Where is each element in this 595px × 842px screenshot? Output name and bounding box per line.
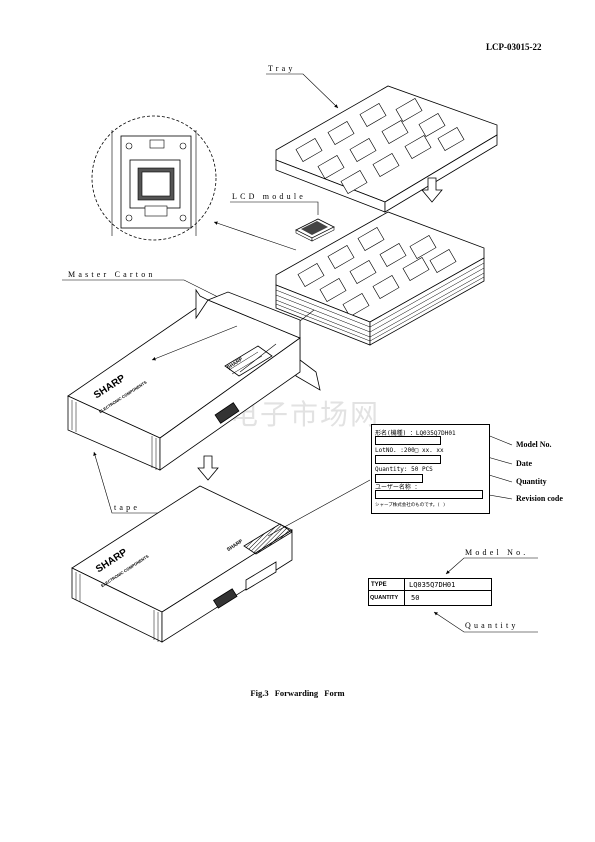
master-carton-label: Master Carton	[68, 270, 156, 279]
label-model-field: 形名(機種) ：LQ035Q7DH01	[375, 430, 456, 437]
callout-model-no: Model No.	[516, 440, 552, 449]
tape-leader	[93, 451, 160, 514]
label-detail-leader	[267, 479, 371, 537]
tray-label: Tray	[268, 64, 296, 73]
callout-quantity: Quantity	[516, 477, 547, 486]
type-quantity-label: TYPE LQ035Q7DH01 QUANTITY 50	[368, 578, 492, 606]
callout-date: Date	[516, 459, 532, 468]
carton-label-detail: 形名(機種) ：LQ035Q7DH01 LotNO. :200□ xx. xx …	[371, 424, 490, 514]
tray-illustration	[275, 85, 498, 213]
figure-caption: Fig.3 Forwarding Form	[250, 688, 345, 698]
down-arrow-icon	[197, 455, 219, 481]
quantity-value: 50	[411, 594, 420, 602]
closed-master-carton-illustration	[71, 485, 293, 643]
quantity-leader	[433, 611, 538, 633]
label-pointer	[239, 343, 277, 373]
detail-view-circle	[91, 115, 217, 241]
open-master-carton-illustration	[67, 288, 321, 471]
inner-arrow	[151, 325, 238, 361]
label-model-box	[375, 436, 441, 445]
type-value: LQ035Q7DH01	[405, 579, 491, 591]
quantity-header: QUANTITY	[369, 591, 405, 605]
down-arrow-icon	[421, 177, 443, 203]
label-user-box	[375, 490, 483, 499]
type-header: TYPE	[369, 579, 405, 591]
label-user-field: ユーザー名称 ：	[375, 484, 421, 491]
label-lot-field: LotNO. :200□ xx. xx	[375, 447, 444, 454]
model-no-leader	[445, 557, 538, 575]
label-lot-box	[375, 455, 441, 464]
lcd-module-illustration	[295, 218, 335, 242]
lcd-module-label: LCD module	[232, 192, 306, 201]
label-footer: シャープ株式会社のものです。( )	[375, 503, 446, 508]
model-no-label: Model No.	[465, 548, 529, 557]
master-carton-leader	[62, 279, 221, 299]
lcd-module-leader	[230, 201, 319, 215]
label-quantity-box	[375, 474, 423, 483]
quantity-label: Quantity	[465, 621, 519, 630]
document-id: LCP-03015-22	[486, 42, 542, 52]
tray-leader	[266, 73, 339, 109]
tray-stack-illustration	[275, 211, 485, 346]
tape-label: tape	[114, 503, 141, 512]
detail-leader	[213, 221, 297, 251]
label-quantity-field: Quantity: 50 PCS	[375, 466, 433, 473]
callout-revision-code: Revision code	[516, 494, 563, 503]
